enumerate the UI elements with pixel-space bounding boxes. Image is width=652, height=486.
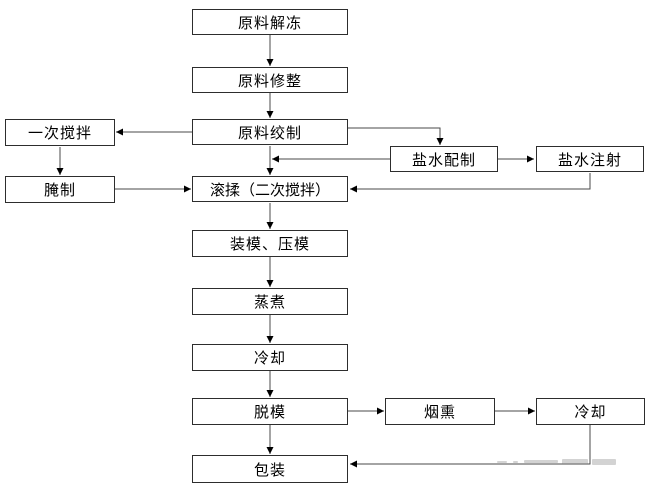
node-brine-injection: 盐水注射 [536,146,644,172]
node-first-mixing: 一次搅拌 [5,119,115,146]
edge-cool2-pack [350,425,591,468]
node-molding-pressing: 装模、压模 [192,230,348,257]
node-brine-preparation: 盐水配制 [390,146,498,172]
node-demolding: 脱模 [192,398,348,425]
node-smoking: 烟熏 [385,398,495,425]
edge-grind-brineprep [348,127,444,145]
node-raw-material-thawing: 原料解冻 [192,9,348,35]
node-curing: 腌制 [5,176,115,203]
node-steaming: 蒸煮 [192,288,348,315]
node-raw-material-trimming: 原料修整 [192,67,348,93]
node-cooling-1: 冷却 [192,344,348,371]
node-packaging: 包装 [192,455,348,483]
node-raw-material-grinding: 原料绞制 [192,119,348,145]
node-cooling-2: 冷却 [536,398,645,425]
node-tumbling-second-mixing: 滚揉（二次搅拌） [192,176,348,202]
watermark-smudge [495,456,620,468]
edge-inject-tumble [350,173,591,193]
